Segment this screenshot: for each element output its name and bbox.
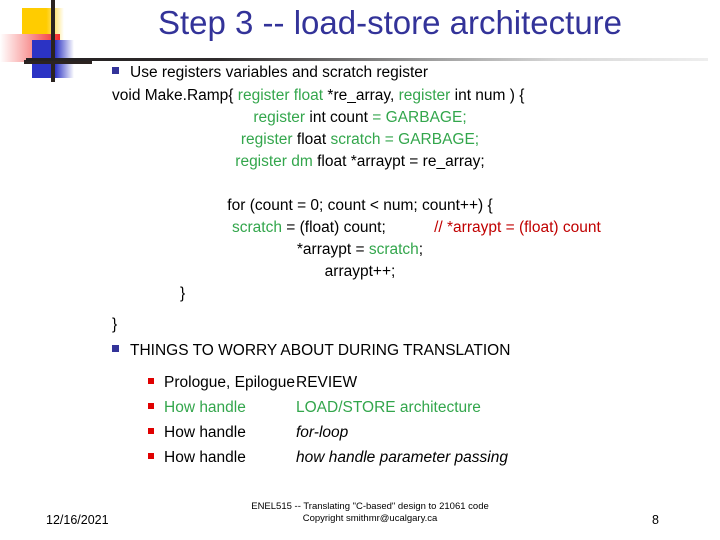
- footer-date: 12/16/2021: [46, 513, 109, 527]
- code-line-arraypt: register dm float *arraypt = re_array;: [0, 151, 720, 173]
- list-item: How handle for-loop: [0, 420, 720, 445]
- list-item-detail: for-loop: [296, 424, 349, 441]
- bullet-item-things-to-worry: THINGS TO WORRY ABOUT DURING TRANSLATION: [0, 340, 720, 362]
- bullet-square-icon: [112, 345, 119, 353]
- code-token: *re_array,: [327, 87, 395, 104]
- list-item: How handle how handle parameter passing: [0, 445, 720, 470]
- code-line-count: register int count = GARBAGE;: [0, 107, 720, 129]
- list-item: How handle LOAD/STORE architecture: [0, 395, 720, 420]
- code-line-assign: scratch = (float) count; // *arraypt = (…: [0, 217, 720, 239]
- footer-course-line: ENEL515 -- Translating "C-based" design …: [251, 501, 489, 512]
- footer-page-number: 8: [652, 513, 659, 527]
- code-line-close-outer: }: [0, 314, 720, 336]
- list-item-detail: how handle parameter passing: [296, 449, 508, 466]
- logo-vertical-bar: [51, 0, 55, 82]
- code-token: void Make.Ramp{: [112, 87, 234, 104]
- logo-horizontal-bar: [24, 60, 92, 64]
- code-token-keyword: register: [253, 109, 306, 126]
- code-token-keyword: register: [240, 131, 293, 148]
- code-token: int count: [309, 109, 368, 126]
- code-token: }: [180, 285, 186, 302]
- code-token-value: = GARBAGE;: [372, 109, 467, 126]
- code-token: ;: [418, 241, 424, 258]
- list-item-detail: LOAD/STORE architecture: [296, 399, 481, 416]
- title-divider: [26, 58, 708, 61]
- code-comment: // *arraypt = (float) count: [434, 219, 601, 236]
- code-token: float: [296, 131, 327, 148]
- list-item-detail: REVIEW: [296, 374, 358, 391]
- list-item-label: How handle: [164, 424, 246, 441]
- code-line-scratch: register float scratch = GARBAGE;: [0, 129, 720, 151]
- slide-title: Step 3 -- load-store architecture: [157, 4, 623, 41]
- code-token: = (float) count;: [286, 219, 386, 236]
- bullet-square-icon: [148, 427, 154, 434]
- code-token: }: [112, 316, 118, 333]
- bullet-square-icon: [148, 402, 154, 409]
- code-token: for (count = 0; count < num; count++) {: [227, 197, 493, 214]
- code-token: int num ) {: [454, 87, 525, 104]
- code-token-variable: scratch: [368, 241, 419, 258]
- list-item-label: How handle: [164, 449, 246, 466]
- bullet-square-icon: [112, 67, 119, 75]
- bullet-label: Use registers variables and scratch regi…: [130, 64, 429, 81]
- list-item: Prologue, EpilogueREVIEW: [0, 370, 720, 395]
- code-line-signature: void Make.Ramp{ register float *re_array…: [0, 85, 720, 107]
- code-token-keyword: register dm: [235, 153, 313, 170]
- bullet-item-use-registers: Use registers variables and scratch regi…: [0, 62, 720, 84]
- slide-body: Use registers variables and scratch regi…: [0, 62, 720, 492]
- bullet-square-icon: [148, 377, 154, 384]
- code-token-keyword: register float: [237, 87, 324, 104]
- code-token: arraypt++;: [324, 263, 396, 280]
- code-token-keyword: register: [398, 87, 451, 104]
- list-item-label: How handle: [164, 399, 246, 416]
- code-token: *arraypt =: [296, 241, 365, 258]
- code-token-variable: scratch: [232, 219, 282, 236]
- bullet-square-icon: [148, 452, 154, 459]
- code-line-for: for (count = 0; count < num; count++) {: [0, 195, 720, 217]
- code-line-incr: arraypt++;: [0, 261, 720, 283]
- bullet-label: THINGS TO WORRY ABOUT DURING TRANSLATION: [130, 342, 511, 359]
- footer-credits: ENEL515 -- Translating "C-based" design …: [190, 501, 550, 525]
- code-token: float *arraypt = re_array;: [317, 153, 485, 170]
- code-blank-line: [0, 305, 720, 314]
- list-item-label: Prologue, Epilogue: [164, 374, 295, 391]
- spacer: [0, 362, 720, 370]
- footer-copyright-line: Copyright smithmr@ucalgary.ca: [302, 513, 438, 524]
- code-line-store: *arraypt = scratch;: [0, 239, 720, 261]
- code-blank-line: [0, 173, 720, 195]
- code-token-value: scratch = GARBAGE;: [330, 131, 480, 148]
- code-line-close-inner: }: [0, 283, 720, 305]
